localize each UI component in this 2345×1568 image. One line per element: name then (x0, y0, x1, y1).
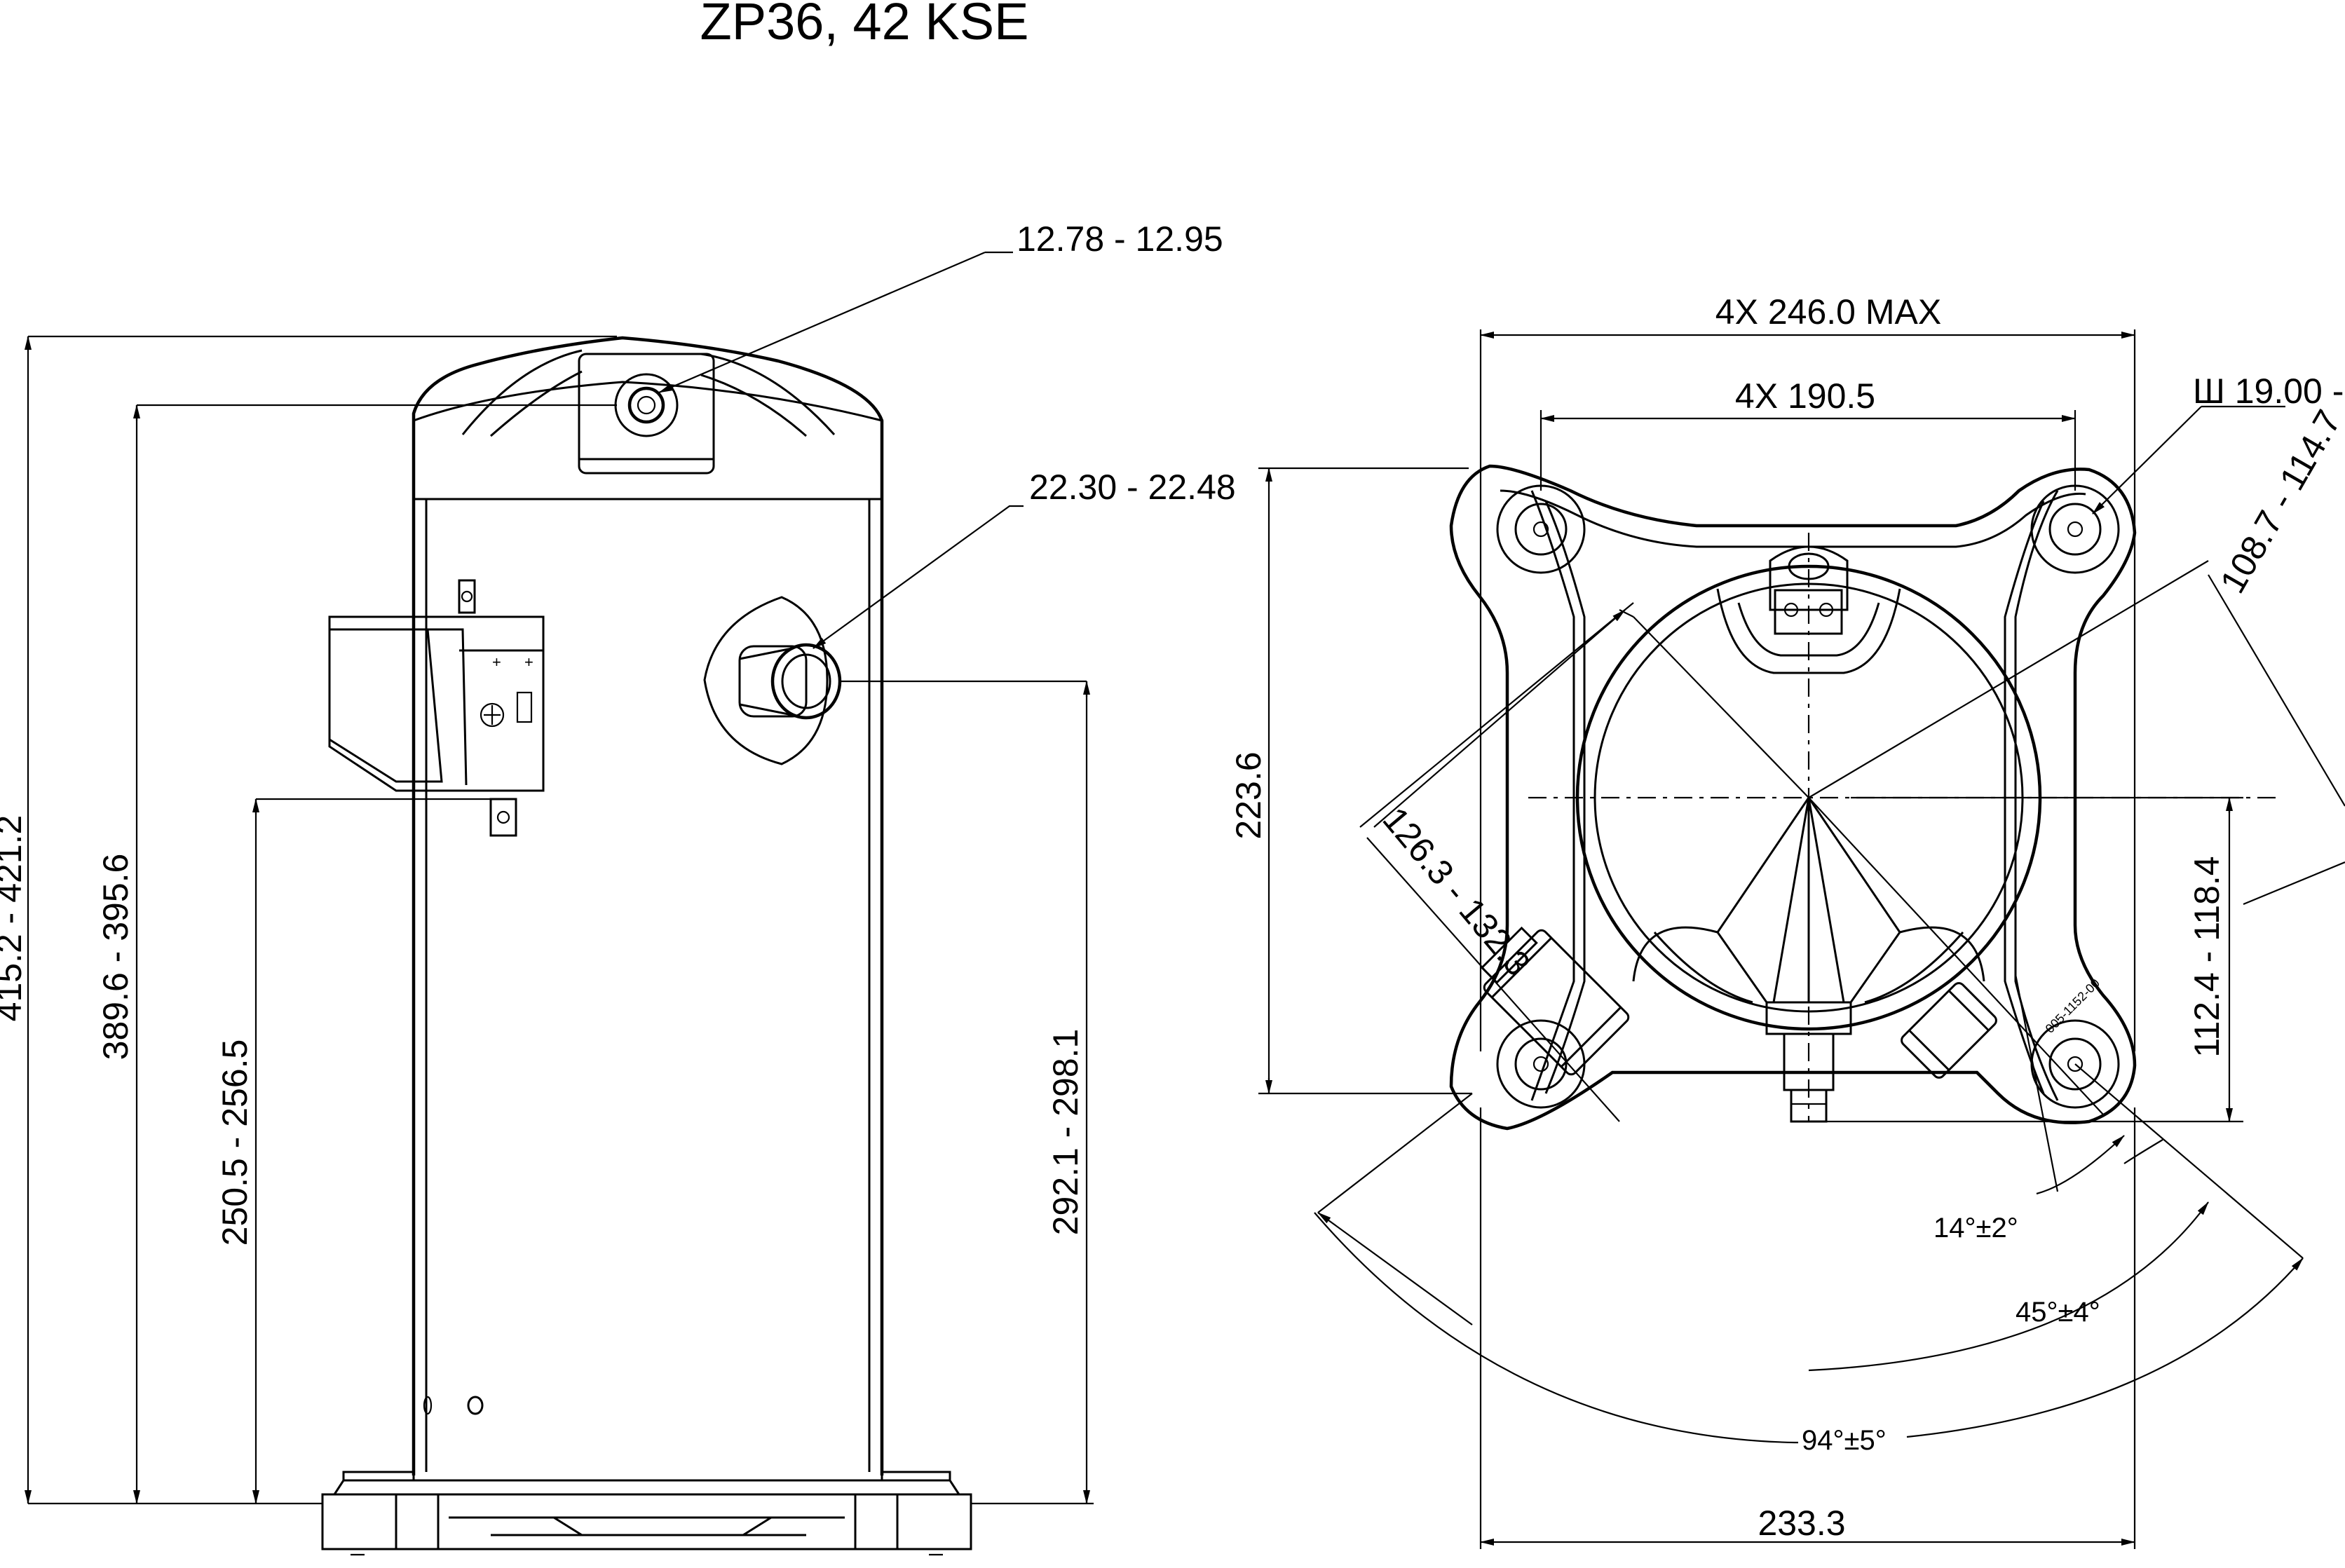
plan-view: 005-1152-00 (1229, 292, 2345, 1549)
side-view: + + (0, 219, 1236, 1556)
svg-text:+: + (524, 653, 533, 671)
side-fitting (703, 596, 842, 765)
dim-radius-b: 126.3 - 132.3 (1375, 800, 1538, 983)
dim-side-fitting-height: 292.1 - 298.1 (1046, 1029, 1085, 1236)
dim-base-width: 233.3 (1758, 1504, 1845, 1543)
right-fitting (1901, 982, 1997, 1079)
plan-dimension-lines (1258, 329, 2345, 1549)
dim-depth: 223.6 (1229, 751, 1268, 839)
dim-offset: 112.4 - 118.4 (2187, 856, 2227, 1057)
base-plate (321, 1471, 972, 1556)
top-terminal (1716, 545, 1901, 674)
bottom-cone (1632, 796, 1985, 1123)
part-label: 005-1152-00 (2043, 976, 2102, 1035)
angle-45: 45°±4° (2016, 1297, 2100, 1328)
dim-fitting-side: 22.30 - 22.48 (1029, 468, 1236, 507)
dim-top-fitting-height: 389.6 - 395.6 (96, 854, 135, 1061)
angle-14: 14°±2° (1933, 1213, 2018, 1243)
dim-fitting-top: 12.78 - 12.95 (1017, 219, 1223, 259)
mounting-holes (1496, 484, 2120, 1109)
terminal-box: + + (328, 579, 545, 837)
drawing-title: ZP36, 42 KSE (700, 0, 1029, 50)
dim-overall-height: 415.2 - 421.2 (0, 815, 29, 1022)
left-fitting (1480, 926, 1630, 1076)
dim-terminal-box-height: 250.5 - 256.5 (215, 1039, 254, 1246)
dim-mount-spacing: 4X 190.5 (1735, 376, 1875, 416)
dim-radius-a: 108.7 - 114.7 (2213, 404, 2345, 600)
svg-text:+: + (492, 653, 501, 671)
side-dimension-lines (25, 251, 1094, 1505)
dim-hole-dia: Ш 19.00 - (2193, 371, 2344, 411)
angle-94: 94°±5° (1802, 1425, 1887, 1456)
dim-mount-max: 4X 246.0 MAX (1715, 292, 1941, 332)
